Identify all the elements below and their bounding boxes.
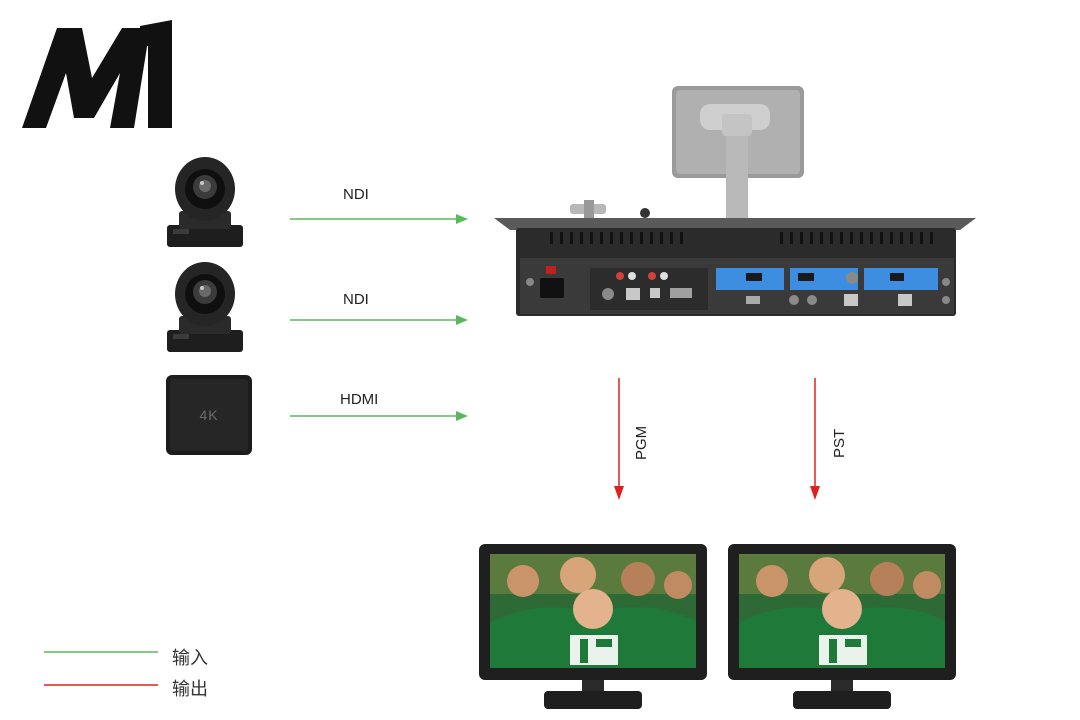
m1-switcher-device	[490, 82, 980, 322]
legend-output-label: 输出	[172, 679, 208, 700]
input-arrow-1	[290, 212, 470, 226]
link-label-pgm: PGM	[633, 425, 650, 460]
legend-output-line	[44, 682, 160, 688]
link-label-ndi-1: NDI	[343, 186, 369, 203]
ptz-camera-icon	[165, 155, 245, 250]
legend-input-line	[44, 649, 160, 655]
media-box-icon: 4K	[165, 374, 253, 456]
output-arrow-pgm	[612, 378, 626, 502]
monitor-icon	[727, 543, 957, 713]
legend-input-label: 输入	[172, 648, 208, 669]
m1-logo	[22, 18, 182, 133]
ptz-camera-icon	[165, 260, 245, 355]
input-arrow-3	[290, 409, 470, 423]
media-box-label: 4K	[199, 407, 219, 423]
link-label-ndi-2: NDI	[343, 291, 369, 308]
link-label-hdmi: HDMI	[340, 391, 379, 408]
monitor-icon	[478, 543, 708, 713]
input-arrow-2	[290, 313, 470, 327]
output-arrow-pst	[808, 378, 822, 502]
link-label-pst: PST	[831, 428, 848, 458]
